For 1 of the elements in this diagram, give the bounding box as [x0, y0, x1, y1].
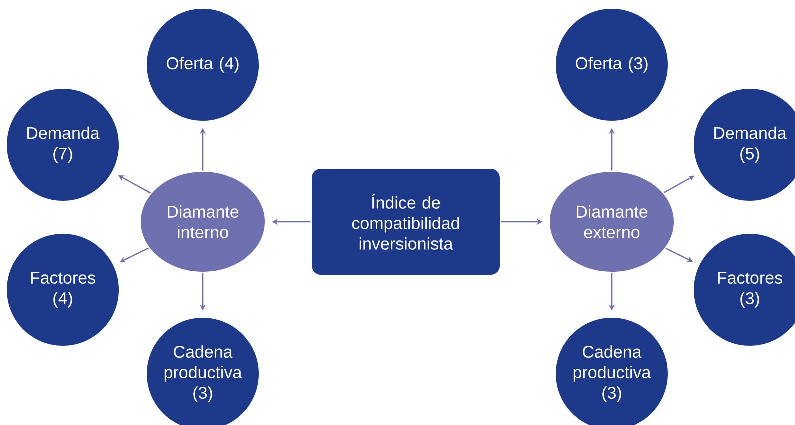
index-box: Índice de compatibilidad inversionista: [312, 169, 500, 275]
